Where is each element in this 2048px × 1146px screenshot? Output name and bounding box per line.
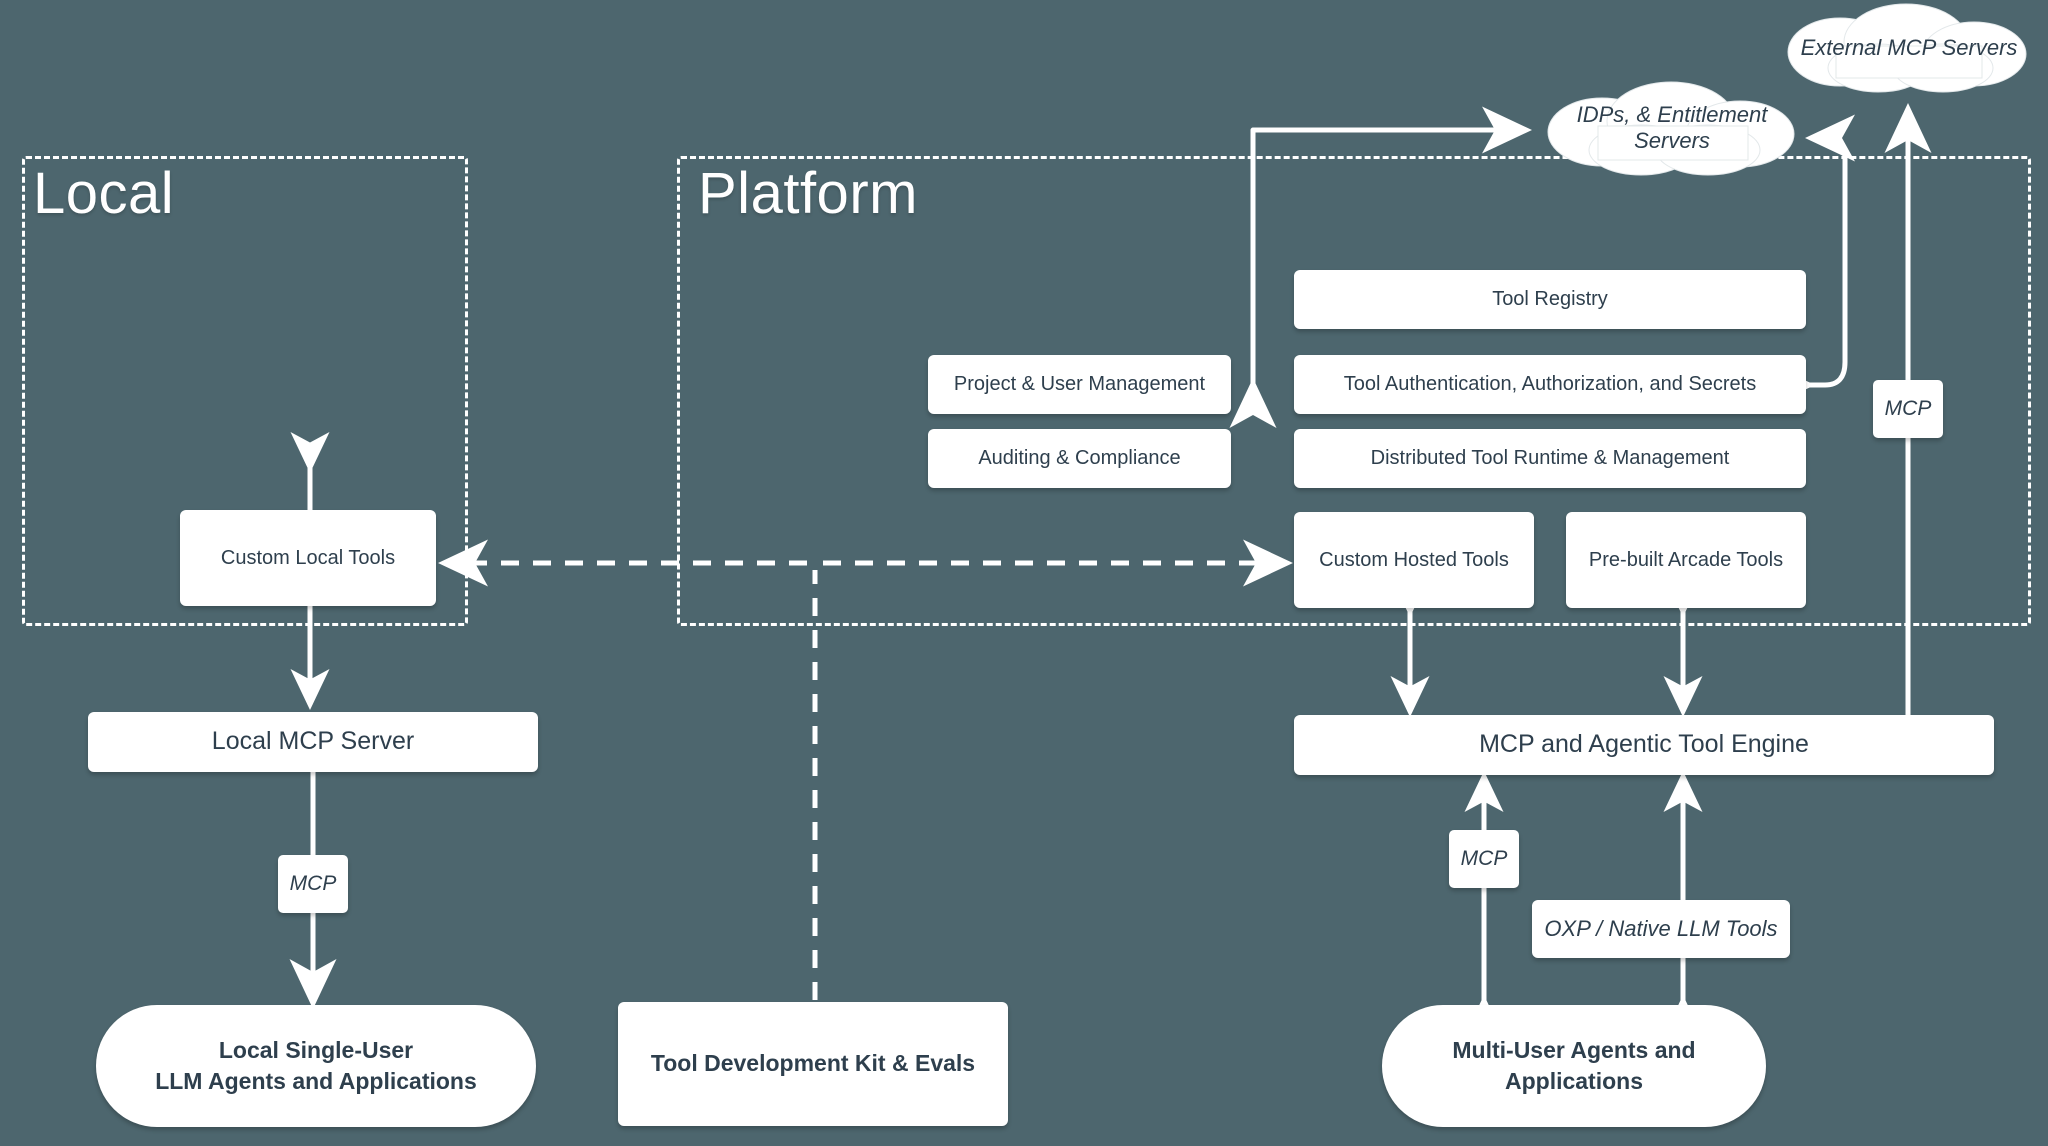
cloud-shape-external <box>1787 3 2027 93</box>
tag-mcp-local: MCP <box>278 855 348 913</box>
node-multi-user-agents-line2: Applications <box>1504 1068 1643 1094</box>
cloud-idps-entitlement-servers: IDPs, & Entitlement Servers <box>1538 78 1806 178</box>
node-local-mcp-server[interactable]: Local MCP Server <box>88 712 538 772</box>
node-oxp-native-llm-tools[interactable]: OXP / Native LLM Tools <box>1532 900 1790 958</box>
zone-local <box>22 156 468 626</box>
node-tool-authentication-authorization-secrets[interactable]: Tool Authentication, Authorization, and … <box>1294 355 1806 414</box>
cloud-external-mcp-servers-label: External MCP Servers <box>1800 35 2018 60</box>
node-tool-registry[interactable]: Tool Registry <box>1294 270 1806 329</box>
node-project-user-management[interactable]: Project & User Management <box>928 355 1231 414</box>
tag-mcp-platform: MCP <box>1449 830 1519 888</box>
node-local-agents-line1: Local Single-User <box>218 1036 414 1063</box>
node-custom-hosted-tools[interactable]: Custom Hosted Tools <box>1294 512 1534 608</box>
zone-platform-title: Platform <box>698 161 918 226</box>
zone-local-title: Local <box>33 161 175 226</box>
cloud-external-mcp-servers: External MCP Servers <box>1778 2 2040 94</box>
tag-mcp-external: MCP <box>1873 380 1943 438</box>
edge-project-user-management-idps <box>1229 106 1532 429</box>
node-local-single-user-agents[interactable]: Local Single-User LLM Agents and Applica… <box>96 1005 536 1127</box>
node-local-agents-line2: LLM Agents and Applications <box>155 1068 477 1094</box>
node-custom-local-tools[interactable]: Custom Local Tools <box>180 510 436 606</box>
node-tool-development-kit[interactable]: Tool Development Kit & Evals <box>618 1002 1008 1126</box>
node-multi-user-agents-line1: Multi-User Agents and <box>1452 1036 1696 1063</box>
node-distributed-tool-runtime-management[interactable]: Distributed Tool Runtime & Management <box>1294 429 1806 488</box>
node-prebuilt-arcade-tools[interactable]: Pre-built Arcade Tools <box>1566 512 1806 608</box>
node-mcp-agentic-tool-engine[interactable]: MCP and Agentic Tool Engine <box>1294 715 1994 775</box>
node-multi-user-agents[interactable]: Multi-User Agents and Applications <box>1382 1005 1766 1127</box>
edge-tool-auth-idps <box>1764 114 1856 409</box>
node-auditing-compliance[interactable]: Auditing & Compliance <box>928 429 1231 488</box>
cloud-idps-entitlement-servers-label: IDPs, & Entitlement Servers <box>1576 102 1768 153</box>
